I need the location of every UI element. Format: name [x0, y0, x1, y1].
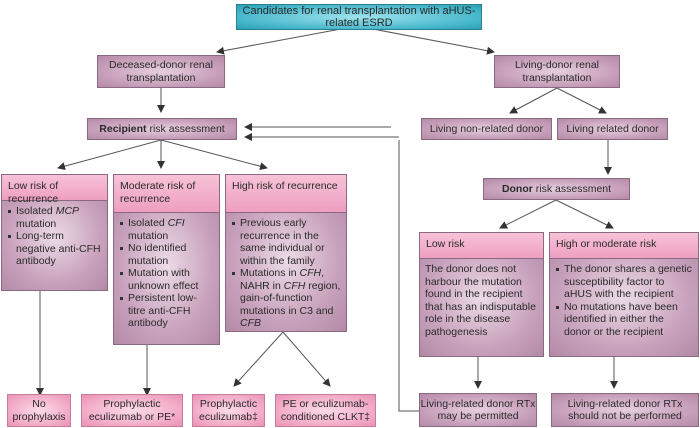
living-related-label: Living related donor [566, 122, 659, 135]
donor-bold: Donor [501, 182, 533, 195]
top-node-label: Candidates for renal transplantation wit… [242, 4, 476, 30]
outcome-eculizumab-label: Prophylactic eculizumab‡ [199, 398, 258, 423]
recipient-risk-assessment-text: Recipient risk assessment [99, 123, 224, 136]
list-item: No mutations have been identified in eit… [555, 301, 693, 339]
list-item: Persistent low-titre anti-CFH antibody [119, 292, 214, 330]
living-nonrelated-label: Living non-related donor [429, 122, 544, 135]
donor-risk-assessment-node: Donor risk assessment [483, 178, 630, 200]
list-item: Mutation with unknown effect [119, 267, 214, 292]
recipient-bold: Recipient [99, 122, 147, 135]
outcome-not-performed: Living-related donor RTx should not be p… [551, 393, 699, 427]
donor-low-risk-body: The donor does not harbour the mutation … [420, 259, 543, 356]
low-recurrence-body: Isolated MCP mutation Long-term negative… [2, 201, 107, 290]
outcome-permitted-label: Living-related donor RTx may be permitte… [420, 397, 536, 423]
moderate-recurrence-body: Isolated CFI mutation No identified muta… [114, 213, 219, 344]
living-donor-node: Living-donor renal transplantation [494, 55, 620, 88]
list-item: The donor shares a genetic susceptibilit… [555, 263, 693, 301]
list-item: Isolated CFI mutation [119, 217, 214, 242]
deceased-donor-label: Deceased-donor renal transplantation [109, 59, 213, 84]
low-recurrence-title: Low risk of recurrence [2, 175, 107, 205]
outcome-no-prophylaxis-label: No prophylaxis [12, 398, 66, 423]
recipient-risk-assessment-node: Recipient risk assessment [87, 118, 237, 140]
living-related-node: Living related donor [557, 118, 668, 140]
list-item: Previous early recurrence in the same in… [231, 217, 341, 267]
donor-high-risk-body: The donor shares a genetic susceptibilit… [550, 259, 698, 356]
outcome-eculizumab-or-pe: Prophylactic eculizumab or PE* [81, 394, 183, 427]
outcome-not-performed-label: Living-related donor RTx should not be p… [567, 397, 683, 423]
living-donor-label: Living-donor renal transplantation [514, 59, 600, 84]
donor-risk-assessment-text: Donor risk assessment [502, 183, 611, 196]
outcome-clkt: PE or eculizumab-conditioned CLKT‡ [275, 394, 376, 427]
donor-low-risk-title: Low risk [420, 233, 543, 259]
high-recurrence-title: High risk of recurrence [226, 175, 346, 213]
outcome-eculizumab-or-pe-label: Prophylactic eculizumab or PE* [88, 398, 176, 423]
deceased-donor-node: Deceased-donor renal transplantation [97, 55, 225, 88]
moderate-recurrence-title: Moderate risk of recurrence [114, 175, 219, 213]
donor-low-risk-card: Low risk The donor does not harbour the … [419, 232, 544, 357]
outcome-permitted: Living-related donor RTx may be permitte… [419, 393, 537, 427]
outcome-eculizumab: Prophylactic eculizumab‡ [192, 394, 265, 427]
donor-high-risk-title: High or moderate risk [550, 233, 698, 259]
outcome-clkt-label: PE or eculizumab-conditioned CLKT‡ [280, 398, 371, 423]
high-recurrence-body: Previous early recurrence in the same in… [226, 213, 346, 331]
outcome-no-prophylaxis: No prophylaxis [7, 394, 71, 427]
list-item: Long-term negative anti-CFH antibody [7, 230, 102, 268]
donor-high-risk-card: High or moderate risk The donor shares a… [549, 232, 699, 357]
donor-low-risk-text: The donor does not harbour the mutation … [425, 263, 536, 338]
moderate-recurrence-card: Moderate risk of recurrence Isolated CFI… [113, 174, 220, 345]
list-item: No identified mutation [119, 242, 214, 267]
top-node: Candidates for renal transplantation wit… [236, 4, 482, 30]
living-nonrelated-node: Living non-related donor [421, 118, 552, 140]
high-recurrence-card: High risk of recurrence Previous early r… [225, 174, 347, 332]
low-recurrence-card: Low risk of recurrence Isolated MCP muta… [1, 174, 108, 291]
list-item: Mutations in CFH, NAHR in CFH region, ga… [231, 267, 341, 330]
donor-rest: risk assessment [532, 182, 612, 195]
recipient-rest: risk assessment [146, 122, 225, 135]
list-item: Isolated MCP mutation [7, 205, 102, 230]
